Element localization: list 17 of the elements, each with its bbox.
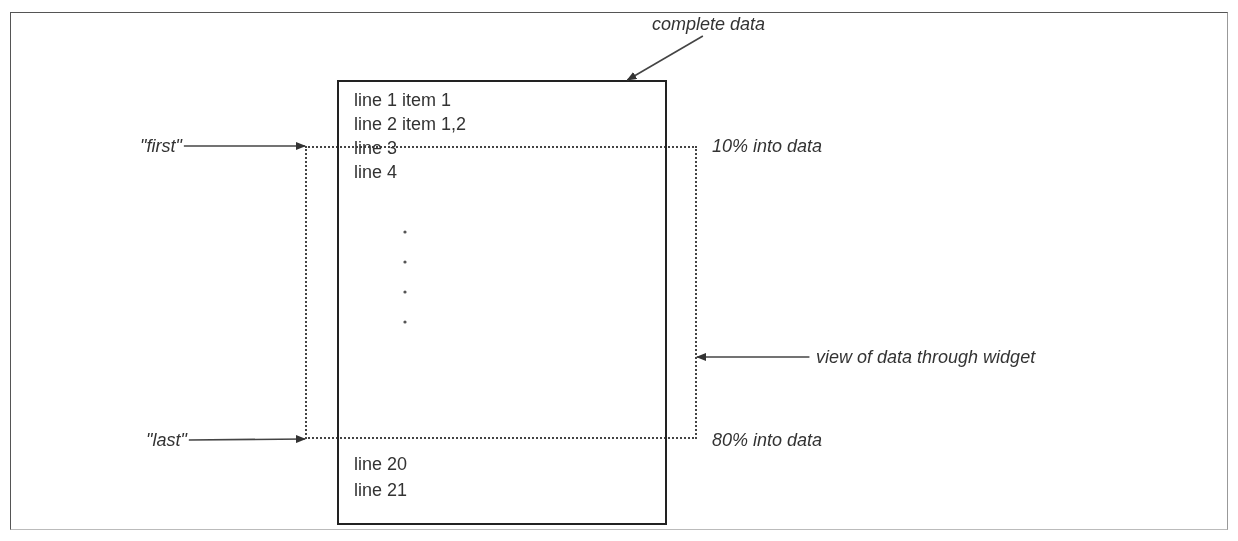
arrow [183,142,306,150]
arrow [626,35,704,81]
position-label: 10% into data [712,136,823,156]
data-line: line 1 item 1 [354,90,452,110]
callout-text: view of data through widget [816,347,1036,367]
data-box [337,80,667,525]
position-label: 80% into data [712,430,823,450]
data-line: line 2 item 1,2 [354,114,467,134]
pointer-label: "first" [140,136,182,156]
caption-text: complete data [652,14,766,34]
data-line: line 20 [354,454,408,474]
arrow [696,352,811,361]
data-line: line 3 [354,138,398,158]
pointer-label: "last" [146,430,187,450]
data-line: line 21 [354,480,408,500]
data-line: line 4 [354,162,398,182]
arrow [188,435,306,444]
